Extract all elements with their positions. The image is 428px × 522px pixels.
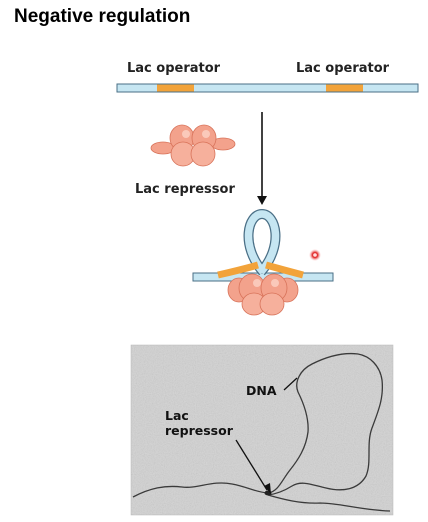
- bound-lac-repressor: [227, 273, 299, 316]
- micrograph-repressor-label-line2: repressor: [165, 423, 233, 438]
- binding-arrow: [257, 112, 267, 205]
- pointer-dot: [309, 249, 321, 261]
- linear-dna-strand: [116, 83, 419, 93]
- electron-micrograph: [130, 344, 394, 516]
- lac-operator-label-right: Lac operator: [296, 61, 390, 76]
- diagram-title: Negative regulation: [14, 6, 191, 27]
- micrograph-dna-label: DNA: [246, 383, 277, 398]
- lac-repressor-label: Lac repressor: [135, 182, 235, 197]
- operator-segment-right: [326, 84, 363, 92]
- micrograph-repressor-label-line1: Lac: [165, 408, 189, 423]
- micrograph-dna-trace: [132, 352, 391, 512]
- operator-segment-left: [157, 84, 194, 92]
- lac-operator-label-left: Lac operator: [127, 61, 221, 76]
- looped-dna: [192, 208, 334, 282]
- lac-repressor-protein: [150, 124, 236, 167]
